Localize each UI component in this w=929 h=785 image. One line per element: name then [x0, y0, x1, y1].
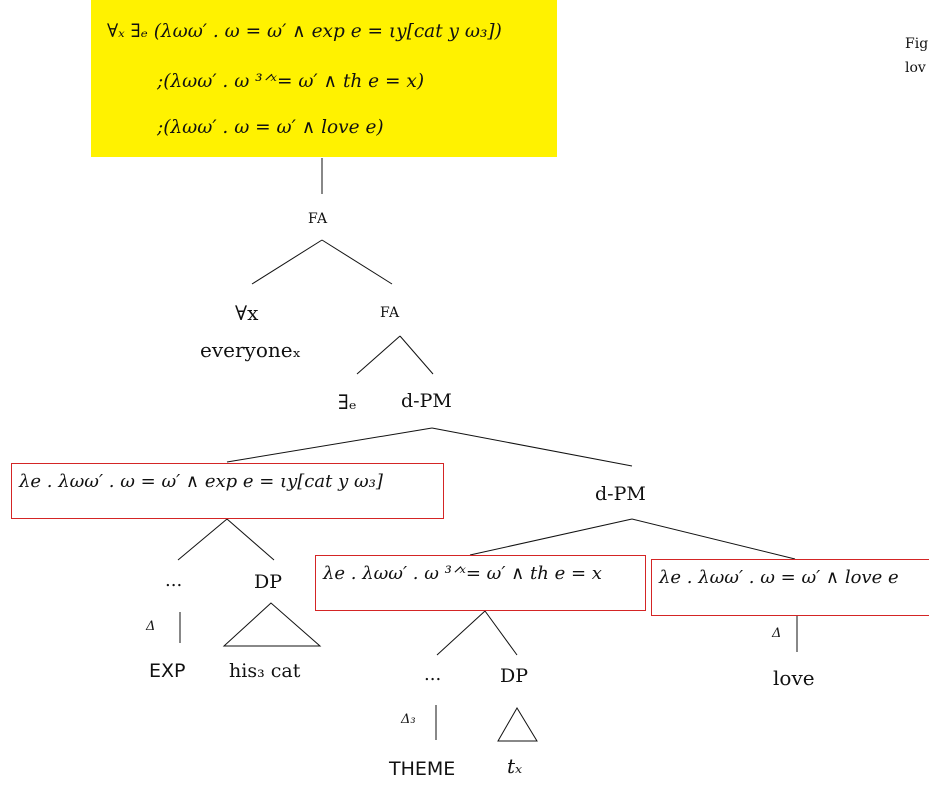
edge-boxtheme-dp: [484, 610, 518, 656]
edge-fa-forall: [251, 239, 323, 285]
node-fa-top: FA: [308, 211, 328, 227]
node-delta-right: Δ: [772, 626, 782, 641]
box-exp: λe . λωω′ . ω = ω′ ∧ exp e = ιy[cat y ω₃…: [11, 463, 444, 519]
edge-fa-fa: [321, 239, 393, 285]
edge-dpm-dpm: [431, 427, 633, 467]
edge-dpm-boxexp: [226, 427, 433, 463]
edge-fa-dpm: [399, 335, 434, 375]
box-theme: λe . λωω′ . ω ³ᐟˣ= ω′ ∧ th e = x: [315, 555, 646, 611]
box-theme-text: λe . λωω′ . ω ³ᐟˣ= ω′ ∧ th e = x: [323, 563, 602, 584]
box-love-text: λe . λωω′ . ω = ω′ ∧ love e: [659, 567, 899, 588]
node-forall-x: ∀x: [235, 301, 259, 325]
box-love: λe . λωω′ . ω = ω′ ∧ love e: [651, 559, 929, 616]
caption-line2: lov: [905, 60, 926, 76]
leaf-theme: THEME: [389, 758, 456, 780]
edge-boxexp-dp: [226, 518, 275, 561]
box-exp-text: λe . λωω′ . ω = ω′ ∧ exp e = ιy[cat y ω₃…: [19, 471, 383, 492]
edge-dpm-boxlove: [631, 518, 796, 560]
node-fa-mid: FA: [380, 305, 400, 321]
node-exists-e: ∃ₑ: [338, 390, 357, 414]
triangle-his-cat: [222, 602, 322, 647]
edge-boxexp-dots: [177, 518, 228, 561]
root-formula-line1: ∀ₓ ∃ₑ (λωω′ . ω = ω′ ∧ exp e = ιy[cat y …: [107, 21, 502, 42]
edge-fa-exists: [356, 335, 401, 375]
node-dpm-top: d-PM: [401, 390, 452, 412]
node-everyone: everyoneₓ: [200, 338, 302, 362]
triangle-tx: [497, 707, 538, 742]
leaf-love: love: [773, 666, 815, 690]
caption-line1: Fig: [905, 36, 929, 52]
leaf-his-cat: his₃ cat: [229, 660, 301, 682]
node-dots-left: ...: [165, 570, 183, 591]
root-formula-line3: ;(λωω′ . ω = ω′ ∧ love e): [157, 117, 384, 138]
node-dpm-mid: d-PM: [595, 483, 646, 505]
node-dp-mid: DP: [500, 665, 529, 687]
leaf-tx: tₓ: [507, 754, 523, 778]
node-dp-left: DP: [254, 571, 283, 593]
node-delta3: Δ₃: [401, 712, 416, 727]
node-dots-mid: ...: [424, 664, 442, 685]
leaf-exp: EXP: [149, 660, 186, 682]
root-formula-highlight: ∀ₓ ∃ₑ (λωω′ . ω = ω′ ∧ exp e = ιy[cat y …: [91, 0, 557, 157]
edge-boxtheme-dots: [436, 610, 486, 656]
node-delta-left: Δ: [146, 619, 156, 634]
root-formula-line2: ;(λωω′ . ω ³ᐟˣ= ω′ ∧ th e = x): [157, 71, 425, 92]
edge-dpm-boxtheme: [469, 518, 633, 556]
